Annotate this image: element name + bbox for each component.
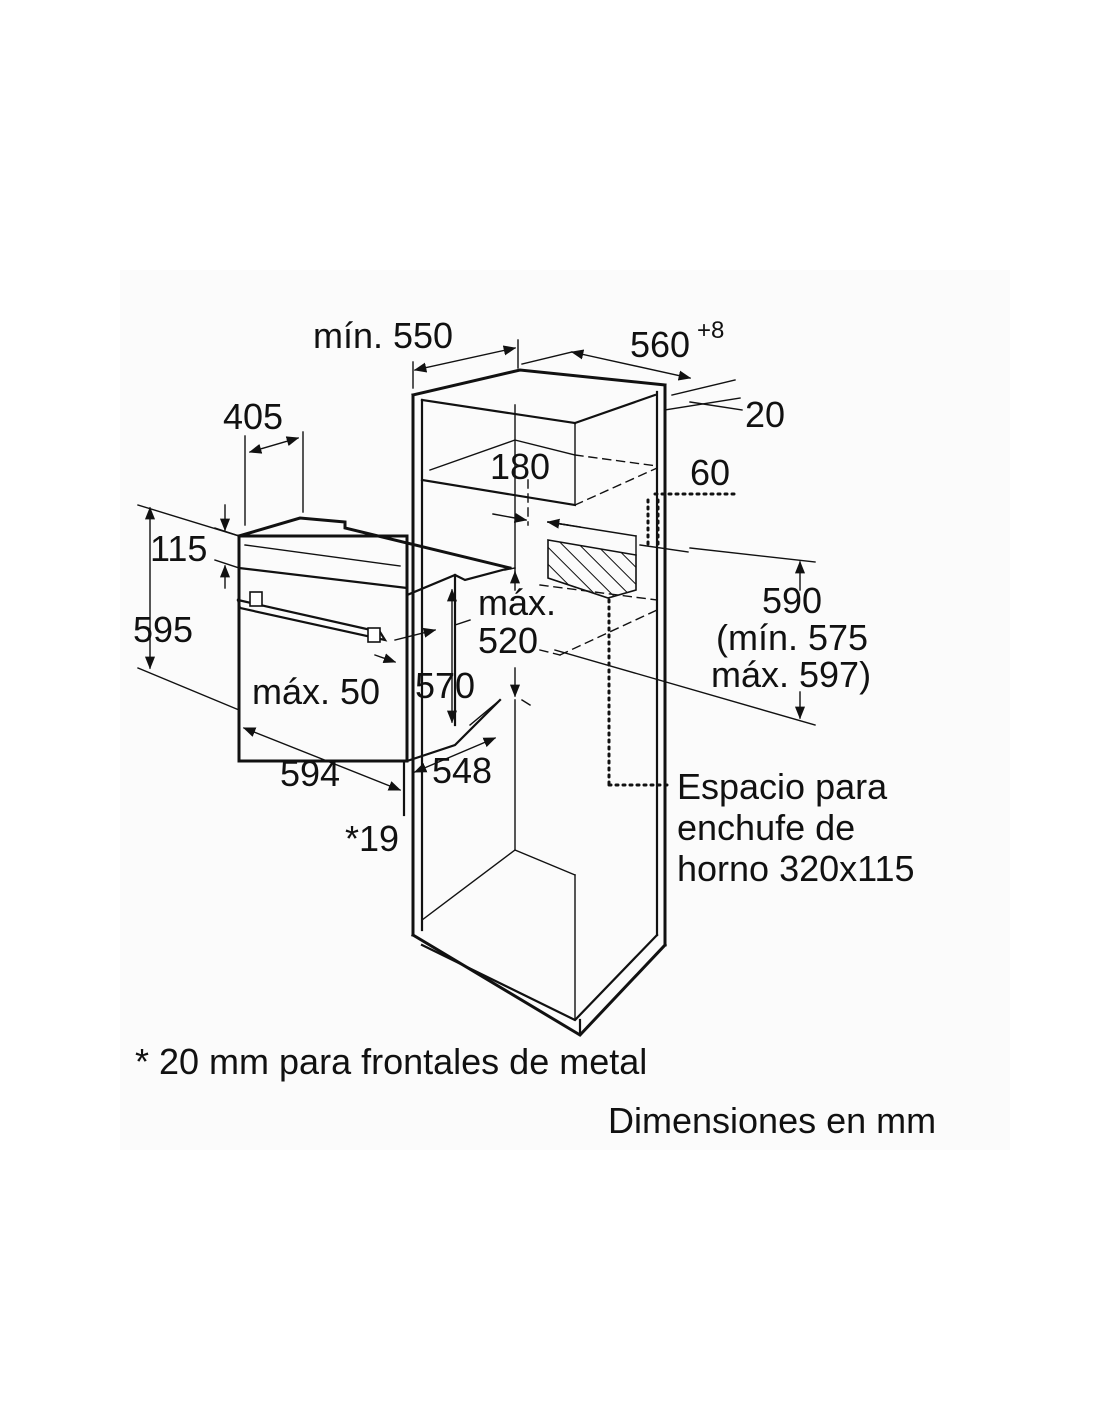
dim-548: 548 [432, 750, 492, 791]
dim-180: 180 [490, 446, 550, 487]
dim-595: 595 [133, 609, 193, 650]
dim-max-597: máx. 597) [711, 654, 871, 695]
dim-560-tolerance: +8 [697, 317, 724, 344]
socket-note-line-3: horno 320x115 [677, 848, 915, 889]
tall-cabinet [410, 368, 668, 1037]
dim-520: 520 [478, 620, 538, 661]
socket-note-line-2: enchufe de [677, 807, 855, 848]
footnote-metal-fronts: * 20 mm para frontales de metal [135, 1041, 647, 1082]
background-panel [120, 270, 1010, 1150]
dim-570: 570 [415, 665, 475, 706]
dimension-lines [137, 339, 816, 817]
dim-594: 594 [280, 753, 340, 794]
dim-115: 115 [150, 528, 207, 569]
socket-note-line-1: Espacio para [677, 766, 888, 807]
dim-405: 405 [223, 396, 283, 437]
dim-560: 560 [630, 324, 690, 365]
dim-60: 60 [690, 452, 730, 493]
socket-space-hatch [547, 539, 637, 599]
units-note: Dimensiones en mm [608, 1100, 936, 1141]
dim-20: 20 [745, 394, 785, 435]
dim-max-50: máx. 50 [252, 671, 380, 712]
dim-min-550: mín. 550 [313, 315, 453, 356]
dim-590: 590 [762, 580, 822, 621]
dim-max-label: máx. [478, 582, 556, 623]
dim-min-575: (mín. 575 [716, 617, 868, 658]
dim-star-19: *19 [345, 818, 399, 859]
